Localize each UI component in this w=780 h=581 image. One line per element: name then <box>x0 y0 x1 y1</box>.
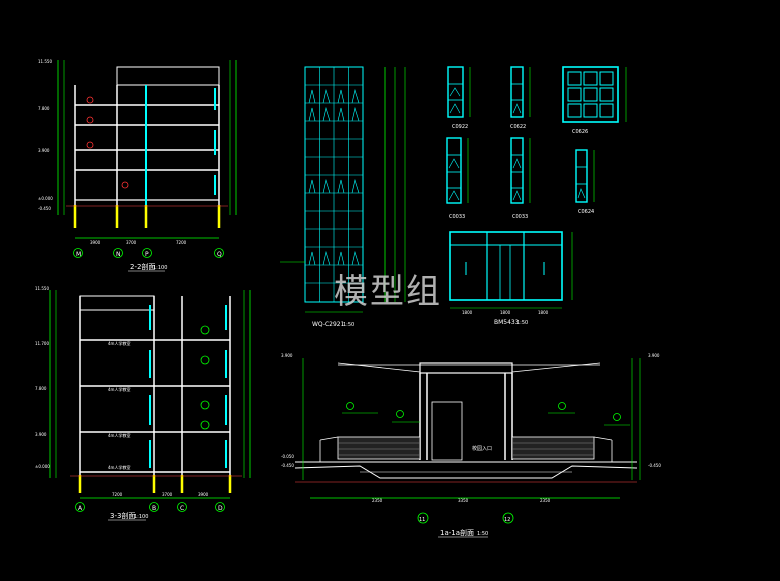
room-label-33-4: 4m人学教室 <box>108 464 130 470</box>
axis-label-22-3: P <box>145 251 149 258</box>
dim-22-3: 7200 <box>176 240 187 245</box>
dim-33-2: 3700 <box>162 492 173 497</box>
section-11-scale: 1:50 <box>477 531 488 537</box>
section-11-title: 1a-1a剖面 <box>440 528 474 537</box>
curtain-wall-label: WQ-C2921 <box>312 321 345 328</box>
window-label-6: C0624 <box>578 209 594 215</box>
axis-label-33-2: B <box>152 505 156 512</box>
door-dim-2: 1800 <box>500 310 511 315</box>
axis-label-22-2: N <box>116 251 121 258</box>
dim-22-2: 3700 <box>126 240 137 245</box>
room-label-33-1: 4m人学教室 <box>108 340 130 346</box>
door-dim-3: 1800 <box>538 310 549 315</box>
axis-label-33-4: D <box>218 505 223 512</box>
door-label: BM5433 <box>494 319 519 326</box>
dim-11-3: 2350 <box>540 498 551 503</box>
window-label-3: C0626 <box>572 129 588 135</box>
elev-11-3: -0.050 <box>281 454 294 459</box>
door-dim-1: 1800 <box>462 310 473 315</box>
axis-label-33-3: C <box>180 505 184 512</box>
axis-label-33-1: A <box>78 505 83 512</box>
elev-33-1: 11.550 <box>35 286 49 291</box>
axis-label-11-1: 11 <box>419 517 425 523</box>
elev-11-2: -0.450 <box>281 463 294 468</box>
dim-33-1: 7200 <box>112 492 123 497</box>
dim-11-2: 3350 <box>458 498 469 503</box>
elev-33-2: 11.700 <box>35 341 49 346</box>
dim-33-3: 3900 <box>198 492 209 497</box>
elev-11-4: 3.900 <box>648 353 660 358</box>
elev-33-3: 7.800 <box>35 386 47 391</box>
elev-22-2: 7.800 <box>38 106 50 111</box>
curtain-wall-detail: WQ-C2921 1:50 <box>280 66 406 328</box>
section-1a-1a: 3.900 -0.450 -0.050 3.900 -0.450 校园入口 23… <box>281 353 661 538</box>
entrance-label: 校园入口 <box>472 445 492 452</box>
axis-label-22-4: Q <box>217 251 222 258</box>
elev-22-5: -0.450 <box>38 206 51 211</box>
door-scale: 1:50 <box>517 320 528 326</box>
door-detail: 1800 1800 1800 BM5433 1:50 <box>449 231 573 326</box>
window-label-4: C0033 <box>449 214 465 220</box>
window-label-1: C0922 <box>452 124 468 130</box>
elev-22-3: 3.900 <box>38 148 50 153</box>
elev-33-5: ±0.000 <box>35 464 50 469</box>
section-22-scale: 1:100 <box>153 265 167 271</box>
elev-33-4: 3.900 <box>35 432 47 437</box>
section-2-2: M N P Q 3900 3700 7200 11.550 7.800 3.90… <box>38 59 237 272</box>
section-3-3: 4m人学教室 4m人学教室 4m人学教室 4m人学教室 A B C D 7200… <box>35 286 251 521</box>
section-33-title: 3-3剖面 <box>110 511 135 520</box>
window-details: C0922 C0622 C0626 C0033 <box>446 66 627 220</box>
watermark-text: 模型组 <box>334 272 442 312</box>
room-label-33-3: 4m人学教室 <box>108 432 130 438</box>
elev-11-1: 3.900 <box>281 353 293 358</box>
elev-22-4: ±0.000 <box>38 196 53 201</box>
window-label-2: C0622 <box>510 124 526 130</box>
window-label-5: C0033 <box>512 214 528 220</box>
section-22-title: 2-2剖面 <box>130 262 155 271</box>
axis-label-22-1: M <box>76 251 81 258</box>
elev-11-5: -0.450 <box>648 463 661 468</box>
axis-label-11-2: 12 <box>504 517 510 523</box>
dim-22-1: 3900 <box>90 240 101 245</box>
elev-22-1: 11.550 <box>38 59 52 64</box>
room-label-33-2: 4m人学教室 <box>108 386 130 392</box>
section-33-scale: 1:100 <box>134 514 148 520</box>
dim-11-1: 2350 <box>372 498 383 503</box>
curtain-wall-scale: 1:50 <box>343 322 354 328</box>
